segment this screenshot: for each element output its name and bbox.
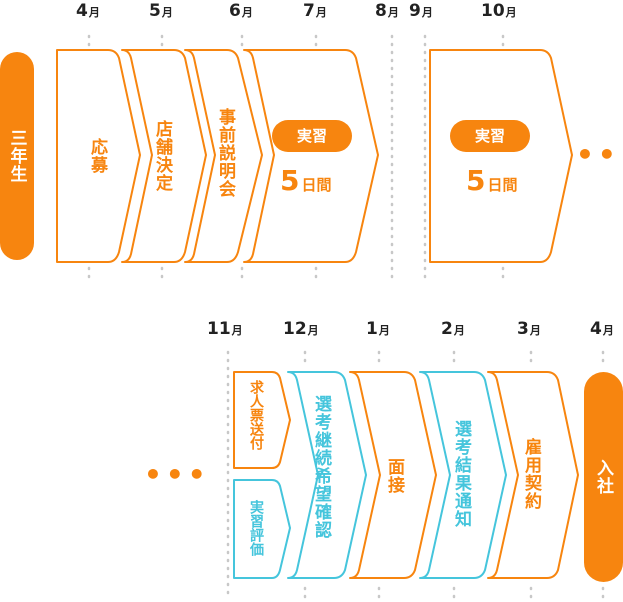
month-label: 7月	[303, 1, 327, 21]
month-label: 10月	[481, 1, 517, 21]
chevron-shape	[419, 371, 507, 579]
step-label: 応募	[87, 138, 107, 174]
grade-label: 三年生	[6, 129, 27, 183]
step-label: 事前説明会	[215, 108, 235, 198]
join-company-label: 入社	[593, 459, 613, 495]
step-label: 雇用契約	[521, 438, 541, 510]
step-label: 選考継続希望確認	[311, 395, 331, 539]
month-label: 11月	[207, 319, 243, 339]
step-label: 実習評価	[248, 500, 264, 556]
continuation-ellipsis: •••	[576, 138, 623, 171]
chevron-shape	[233, 371, 291, 469]
month-label: 5月	[149, 1, 173, 21]
chevron-shape	[429, 49, 573, 263]
grade-badge: 三年生	[0, 52, 34, 260]
step-label: 面接	[384, 458, 404, 494]
month-label: 4月	[590, 319, 614, 339]
chevron-shape	[487, 371, 579, 579]
month-label: 4月	[76, 1, 100, 21]
month-label: 12月	[283, 319, 319, 339]
chevron-shape	[121, 49, 207, 263]
month-label: 9月	[409, 1, 433, 21]
internship-badge: 実習	[272, 120, 352, 152]
chevron-shape	[56, 49, 141, 263]
chevron-shape	[349, 371, 437, 579]
chevron-shape	[287, 371, 367, 579]
month-label: 1月	[366, 319, 390, 339]
month-label: 2月	[441, 319, 465, 339]
chevron-shape	[243, 49, 379, 263]
step-label: 選考結果通知	[451, 420, 471, 528]
chevron-shape	[233, 479, 291, 579]
step-label: 店舗決定	[152, 120, 172, 192]
chevron-shape	[184, 49, 263, 263]
month-label: 6月	[229, 1, 253, 21]
month-label: 3月	[517, 319, 541, 339]
continuation-ellipsis: •••	[144, 458, 210, 491]
month-label: 8月	[375, 1, 399, 21]
step-label: 求人票送付	[248, 380, 264, 450]
join-company-badge: 入社	[584, 372, 623, 582]
internship-badge: 実習	[450, 120, 530, 152]
